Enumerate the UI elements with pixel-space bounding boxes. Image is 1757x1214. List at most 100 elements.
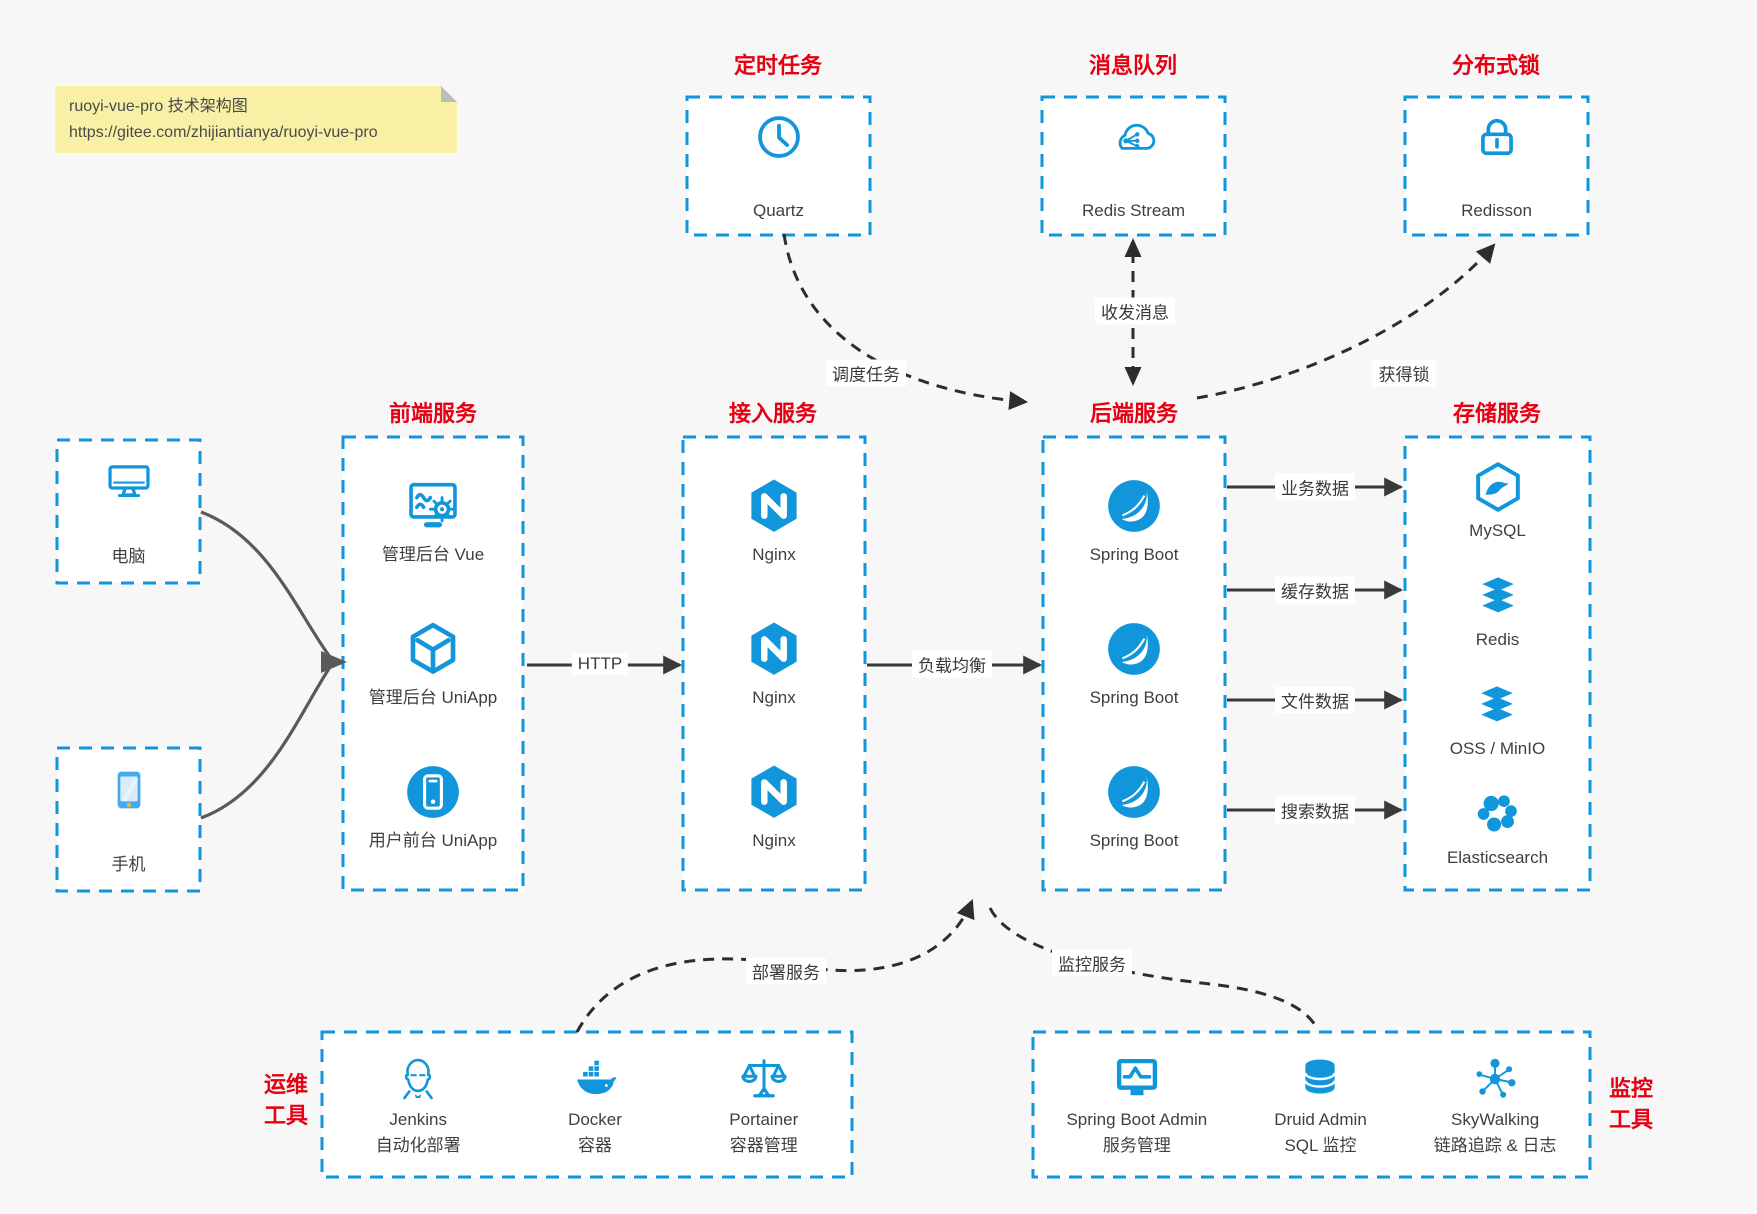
node-druid-admin: Druid Admin SQL 监控 bbox=[1274, 1053, 1367, 1156]
nginx-icon bbox=[743, 618, 805, 680]
node-sublabel: SQL 监控 bbox=[1284, 1135, 1357, 1155]
sticky-note: ruoyi-vue-pro 技术架构图 https://gitee.com/zh… bbox=[55, 86, 457, 154]
node-redis-stream: Redis Stream bbox=[1042, 97, 1225, 235]
arrowhead-messages-up bbox=[1124, 238, 1142, 257]
arrowhead-messages-down bbox=[1124, 367, 1142, 386]
node-computer: 电脑 bbox=[57, 440, 200, 583]
edge-label-biz-data: 业务数据 bbox=[1275, 473, 1355, 501]
node-elasticsearch: Elasticsearch bbox=[1447, 786, 1548, 868]
node-user-uniapp: 用户前台 UniApp bbox=[369, 761, 497, 851]
node-sublabel: 容器 bbox=[577, 1135, 612, 1155]
node-label: Spring Boot bbox=[1089, 831, 1179, 851]
edge-monitor bbox=[988, 907, 1320, 1031]
group-frontend: 管理后台 Vue 管理后台 UniApp 用户前台 UniApp bbox=[343, 437, 523, 890]
topology-icon bbox=[1475, 1058, 1517, 1099]
title-monitor-line2: 工具 bbox=[1608, 1106, 1654, 1132]
node-skywalking: SkyWalking 链路追踪 & 日志 bbox=[1434, 1053, 1557, 1156]
node-sublabel: 服务管理 bbox=[1102, 1135, 1171, 1155]
edge-deploy bbox=[575, 899, 975, 1033]
node-label: Redisson bbox=[1461, 200, 1532, 220]
edge-label-http: HTTP bbox=[571, 653, 629, 675]
edge-acquire-lock bbox=[1196, 243, 1496, 400]
node-label: Druid Admin bbox=[1274, 1110, 1367, 1130]
group-ops: Jenkins 自动化部署 Docker 容器 Portainer 容器管理 bbox=[322, 1032, 852, 1177]
database-icon bbox=[1304, 1058, 1337, 1096]
edge-label-cache-data: 缓存数据 bbox=[1275, 576, 1355, 604]
node-label: Quartz bbox=[752, 200, 805, 220]
node-nginx-1: Nginx bbox=[743, 475, 805, 565]
title-access: 接入服务 bbox=[728, 401, 818, 426]
admin-vue-icon bbox=[402, 475, 464, 537]
group-box-mq bbox=[1040, 95, 1227, 237]
phone-icon bbox=[117, 771, 140, 809]
edge-label-file-data: 文件数据 bbox=[1275, 686, 1355, 714]
title-monitor: 监控 工具 bbox=[1609, 1074, 1653, 1136]
title-backend: 后端服务 bbox=[1089, 401, 1179, 426]
edge-label-deploy: 部署服务 bbox=[746, 957, 826, 985]
computer-icon bbox=[107, 465, 150, 498]
spring-icon bbox=[1107, 765, 1161, 820]
node-docker: Docker 容器 bbox=[568, 1053, 622, 1156]
node-label: Jenkins bbox=[389, 1110, 447, 1130]
monitor-chart-icon bbox=[1111, 1053, 1163, 1105]
node-redis: Redis bbox=[1470, 568, 1526, 650]
node-label: Nginx bbox=[752, 545, 796, 565]
node-nginx-2: Nginx bbox=[743, 618, 805, 708]
group-backend: Spring Boot Spring Boot Spring Boot bbox=[1043, 437, 1225, 890]
node-admin-uniapp: 管理后台 UniApp bbox=[369, 618, 497, 708]
node-sublabel: 自动化部署 bbox=[375, 1135, 461, 1155]
stack-icon bbox=[1481, 577, 1514, 613]
node-label: Spring Boot Admin bbox=[1066, 1110, 1208, 1130]
title-monitor-line1: 监控 bbox=[1608, 1076, 1654, 1101]
group-box-monitor bbox=[1031, 1030, 1592, 1179]
title-ops-line1: 运维 bbox=[263, 1072, 309, 1097]
node-label: Nginx bbox=[752, 831, 796, 851]
elasticsearch-icon bbox=[1478, 795, 1518, 832]
node-label: Redis Stream bbox=[1082, 200, 1185, 220]
group-access: Nginx Nginx Nginx bbox=[683, 437, 865, 890]
title-ops-line2: 工具 bbox=[263, 1102, 309, 1128]
node-jenkins: Jenkins 自动化部署 bbox=[376, 1053, 461, 1156]
arrowhead-frontend bbox=[321, 651, 347, 673]
edge-label-schedule: 调度任务 bbox=[826, 359, 906, 387]
node-springboot-2: Spring Boot bbox=[1090, 618, 1178, 708]
node-mysql: MySQL bbox=[1469, 459, 1526, 541]
docker-icon bbox=[577, 1060, 617, 1095]
edge-label-acquire-lock: 获得锁 bbox=[1372, 359, 1436, 387]
mobile-app-icon bbox=[405, 764, 461, 820]
node-springboot-1: Spring Boot bbox=[1089, 475, 1179, 565]
group-storage: MySQL Redis OSS / MinIO Elasticsearch bbox=[1405, 437, 1590, 890]
edge-label-search-data: 搜索数据 bbox=[1275, 796, 1355, 824]
spring-icon bbox=[1107, 622, 1161, 677]
portainer-icon bbox=[741, 1059, 787, 1098]
group-monitor: Spring Boot Admin 服务管理 Druid Admin SQL 监… bbox=[1033, 1032, 1590, 1177]
title-lock: 分布式锁 bbox=[1451, 53, 1541, 78]
node-redisson: Redisson bbox=[1405, 97, 1588, 235]
lock-icon bbox=[1480, 119, 1513, 156]
spring-icon bbox=[1107, 479, 1161, 534]
cube-icon bbox=[402, 618, 464, 680]
node-sublabel: 链路追踪 & 日志 bbox=[1433, 1135, 1557, 1155]
node-label: Elasticsearch bbox=[1446, 848, 1549, 868]
node-label: 管理后台 Vue bbox=[381, 545, 485, 565]
mysql-icon bbox=[1475, 461, 1520, 512]
group-box-computer bbox=[55, 438, 202, 585]
edge-schedule bbox=[782, 233, 1029, 410]
group-box-ops bbox=[320, 1030, 854, 1179]
edge-clients-to-frontend bbox=[200, 510, 332, 820]
title-frontend: 前端服务 bbox=[388, 401, 478, 426]
edge-label-messages: 收发消息 bbox=[1095, 297, 1175, 325]
title-scheduled: 定时任务 bbox=[733, 53, 823, 78]
node-label: Redis bbox=[1475, 629, 1520, 649]
node-label: 手机 bbox=[111, 854, 146, 874]
node-label: Spring Boot bbox=[1089, 545, 1179, 565]
node-sublabel: 容器管理 bbox=[729, 1135, 798, 1155]
nginx-icon bbox=[743, 475, 805, 537]
node-phone: 手机 bbox=[57, 748, 200, 891]
node-label: MySQL bbox=[1469, 520, 1526, 540]
node-admin-vue: 管理后台 Vue bbox=[382, 475, 484, 565]
node-label: 用户前台 UniApp bbox=[368, 831, 498, 851]
stack-icon bbox=[1481, 686, 1514, 722]
clock-icon bbox=[757, 116, 800, 159]
